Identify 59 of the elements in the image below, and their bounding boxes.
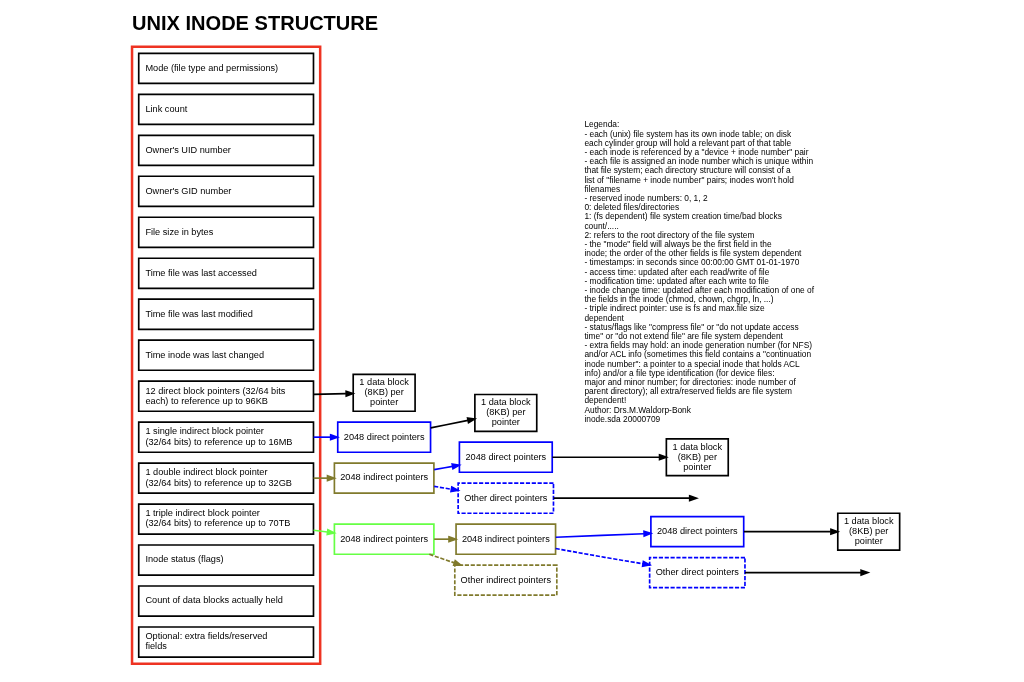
arrow	[554, 530, 653, 539]
arrow	[312, 474, 337, 482]
arrow	[429, 417, 477, 429]
node-box: 2048 indirect pointers	[333, 462, 435, 495]
node-box: Owner's UID number	[137, 134, 314, 167]
node-box: Other direct pointers	[648, 556, 746, 589]
arrow	[428, 553, 463, 566]
arrow	[742, 528, 840, 536]
arrow	[312, 433, 340, 441]
label: 0: deleted files/directories	[583, 202, 679, 213]
node-box: Mode (file type and permissions)	[137, 52, 314, 85]
label: Legenda:	[583, 119, 619, 130]
node-box: Optional: extra fields/reserved fields	[137, 626, 314, 658]
node-box: Time file was last accessed	[137, 257, 314, 290]
node-box: 2048 direct pointers	[649, 515, 745, 548]
node-box: Other direct pointers	[456, 482, 554, 515]
arrow	[432, 535, 458, 543]
label: Author: Drs.M.Waldorp-Bonk	[583, 404, 691, 415]
node-box: File size in bytes	[137, 216, 314, 249]
node-box: 1 data block (8KB) per pointer	[473, 393, 538, 433]
node-box: Inode status (flags)	[137, 544, 314, 576]
node-box: Link count	[137, 93, 314, 126]
label: - modification time: updated after each write to file	[583, 275, 769, 286]
diagram-title: UNIX INODE STRUCTURE	[131, 12, 378, 35]
node-box: 1 double indirect block pointer (32/64 bits) to reference up to 32GB	[137, 462, 314, 495]
arrow	[312, 528, 337, 536]
label: - status/flags like "compress file" or "do not update access time" or "do not extend file" are file system dependent	[583, 321, 799, 341]
cluster	[130, 45, 321, 666]
node-box: 2048 direct pointers	[336, 421, 431, 454]
node-box: 2048 indirect pointers	[333, 523, 435, 556]
arrow	[743, 569, 870, 577]
node-box: 1 data block (8KB) per pointer	[665, 438, 729, 477]
arrow	[312, 390, 355, 398]
label: 2: refers to the root directory of the file system	[583, 229, 754, 240]
node-box: 2048 direct pointers	[458, 441, 553, 474]
node-box: 2048 indirect pointers	[454, 523, 556, 556]
node-box: 1 single indirect block pointer (32/64 bits) to reference up to 16MB	[137, 421, 314, 454]
node-box: 12 direct block pointers (32/64 bits each) to reference up to 96KB	[137, 380, 314, 413]
node-box: Other indirect pointers	[453, 564, 558, 597]
label: - the "mode" field will always be the first field in the inode; the order of the other fields is file system dependent	[583, 238, 801, 259]
node-box: Owner's GID number	[137, 175, 314, 208]
arrow	[552, 494, 699, 502]
label: 1: (fs dependent) file system creation time/bad blocks count/.....	[583, 211, 782, 231]
node-box: 1 data block (8KB) per pointer	[836, 512, 900, 551]
label: inode.sda 20000709	[583, 413, 660, 424]
label: - timestamps: in seconds since 00:00:00 GMT 01-01-1970	[583, 257, 799, 268]
arrow	[551, 453, 669, 461]
label: - inode change time: updated after each modification of one of the fields in the inode (chmod, chown, chgrp, ln, ...)	[583, 284, 814, 305]
label: - each (unix) file system has its own inode table; on disk each cylinder group will hold a relevant part of that table	[583, 128, 791, 148]
arrow	[432, 485, 461, 493]
node-box: Count of data blocks actually held	[137, 585, 314, 617]
node-box: 1 triple indirect block pointer (32/64 bits) to reference up to 70TB	[137, 503, 314, 535]
node-box: 1 data block (8KB) per pointer	[351, 373, 416, 413]
node-box: Time inode was last changed	[137, 339, 314, 372]
label: - access time: updated after each read/write of file	[583, 266, 769, 277]
node-box: Time file was last modified	[137, 298, 314, 331]
arrow	[554, 547, 652, 568]
arrow	[432, 463, 462, 471]
label: - reserved inode numbers: 0, 1, 2	[583, 192, 708, 203]
